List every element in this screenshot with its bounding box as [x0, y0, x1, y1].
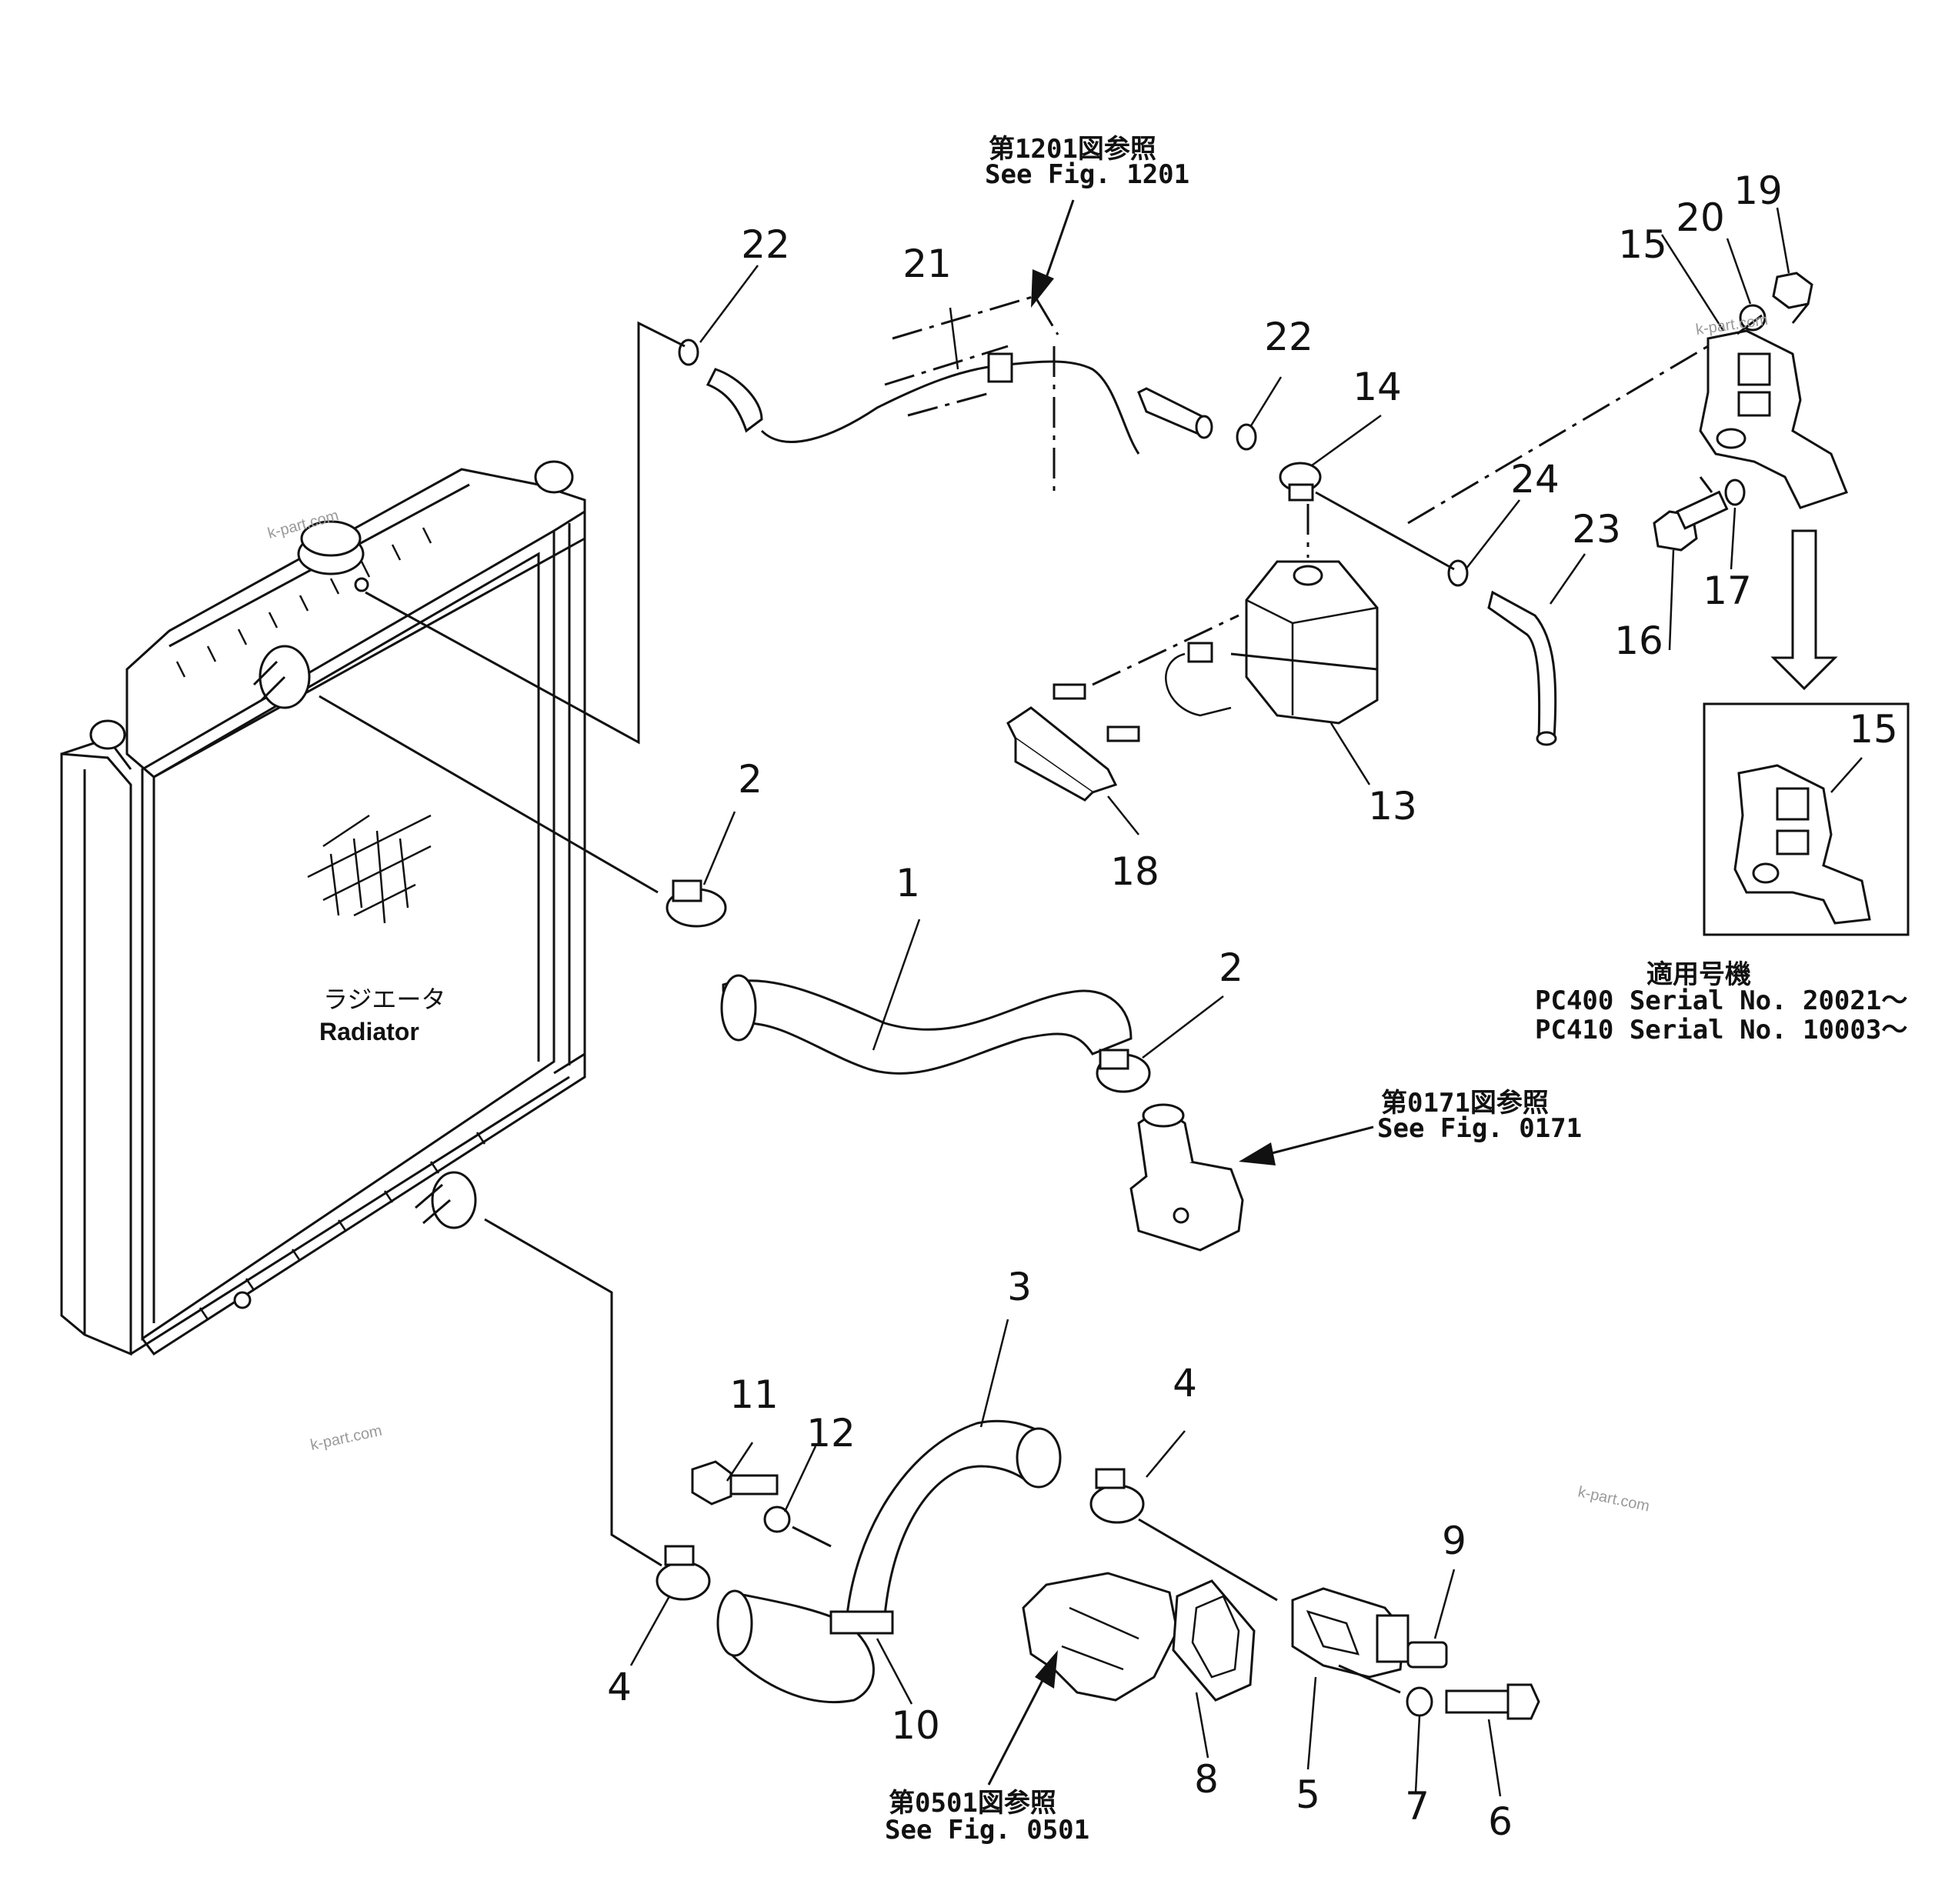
callout-21: 21 — [902, 242, 952, 286]
watermark-2: k-part.com — [309, 1422, 383, 1454]
hose-1 — [720, 974, 1133, 1075]
washer-20 — [1739, 304, 1767, 332]
applicability-title: 適用号機 — [1646, 959, 1751, 990]
callout-19: 19 — [1733, 168, 1783, 213]
callout-22-left: 22 — [741, 222, 790, 267]
down-arrow-icon — [1770, 529, 1838, 691]
applicability-note: 適用号機 PC400 Serial No. 20021～ PC410 Seria… — [1535, 959, 1907, 1045]
applicability-line-2: PC410 Serial No. 10003～ — [1535, 1015, 1907, 1045]
bolt-6 — [1445, 1683, 1540, 1720]
callout-24: 24 — [1510, 457, 1560, 502]
bracket-18 — [1006, 683, 1140, 802]
callout-1: 1 — [896, 861, 920, 905]
leader-lines — [319, 295, 1810, 1694]
radiator-label-ja: ラジエータ — [323, 985, 445, 1014]
callout-12: 12 — [806, 1411, 856, 1456]
gasket-8 — [1172, 1579, 1256, 1702]
reserve-tank-13 — [1165, 560, 1379, 725]
callout-4-left: 4 — [607, 1665, 632, 1709]
ref-1201-en: See Fig. 1201 — [985, 159, 1189, 190]
reference-arrows — [987, 199, 1374, 1786]
hose-23 — [1487, 590, 1557, 746]
callout-8: 8 — [1194, 1757, 1219, 1802]
nut-19 — [1772, 272, 1813, 309]
bracket-15 — [1699, 329, 1848, 509]
radiator-assembly: ラジエータ Radiator — [60, 460, 586, 1356]
ref-0501-en: See Fig. 0501 — [885, 1815, 1089, 1846]
cap-14 — [1279, 462, 1322, 502]
clamp-4-right — [1089, 1468, 1145, 1524]
callout-9: 9 — [1442, 1519, 1466, 1563]
hose-21 — [706, 352, 1213, 455]
ref-0501-ja: 第0501図参照 — [889, 1788, 1056, 1819]
callout-numbers: 1 2 2 3 4 4 5 6 7 8 9 10 11 12 13 14 15 … — [607, 168, 1783, 1844]
radiator-label-en: Radiator — [319, 1018, 419, 1045]
callout-2-lower: 2 — [1219, 945, 1243, 990]
hose-3 — [716, 1419, 1062, 1703]
callout-14: 14 — [1353, 365, 1402, 409]
callout-3: 3 — [1007, 1265, 1032, 1309]
callout-2-upper: 2 — [738, 757, 762, 802]
clip-24 — [1447, 559, 1469, 587]
callout-16: 16 — [1614, 619, 1663, 663]
connector-5 — [1291, 1587, 1410, 1679]
washer-7 — [1406, 1686, 1433, 1717]
callout-7: 7 — [1405, 1784, 1430, 1829]
applicability-line-1: PC400 Serial No. 20021～ — [1535, 985, 1907, 1016]
clamp-2-upper — [666, 879, 727, 928]
callout-13: 13 — [1368, 784, 1417, 829]
callout-15: 15 — [1618, 222, 1667, 267]
ref-0171-ja: 第0171図参照 — [1381, 1088, 1549, 1119]
callout-6: 6 — [1488, 1799, 1513, 1844]
washer-17 — [1724, 479, 1746, 506]
callout-4-right: 4 — [1173, 1361, 1197, 1405]
callout-11: 11 — [729, 1372, 779, 1417]
clip-22-right — [1236, 423, 1257, 451]
bolt-16 — [1653, 490, 1729, 552]
callout-leaders — [629, 207, 1790, 1797]
radiator-core-hatch-icon — [307, 814, 432, 924]
reference-notes: 第1201図参照 See Fig. 1201 第0171図参照 See Fig.… — [885, 134, 1582, 1846]
callout-10: 10 — [891, 1703, 940, 1748]
callout-20: 20 — [1676, 195, 1725, 240]
clamp-2-lower — [1096, 1049, 1151, 1093]
clamp-4-left — [656, 1545, 711, 1601]
bolt-11 — [691, 1460, 779, 1506]
callout-17: 17 — [1703, 569, 1752, 613]
alt-bracket-inset: 15 — [1703, 702, 1910, 936]
ref-1201-ja: 第1201図参照 — [989, 134, 1156, 165]
ref-0171-en: See Fig. 0171 — [1377, 1113, 1582, 1144]
watermark-3: k-part.com — [1576, 1483, 1651, 1515]
plug-9 — [1406, 1641, 1448, 1669]
callout-23: 23 — [1572, 507, 1621, 552]
callout-15-inset: 15 — [1849, 707, 1898, 752]
thermostat-housing — [1129, 1103, 1244, 1252]
washer-12 — [763, 1506, 791, 1533]
callout-22-right: 22 — [1264, 315, 1313, 359]
callout-18: 18 — [1110, 849, 1159, 894]
callout-5: 5 — [1296, 1772, 1320, 1817]
